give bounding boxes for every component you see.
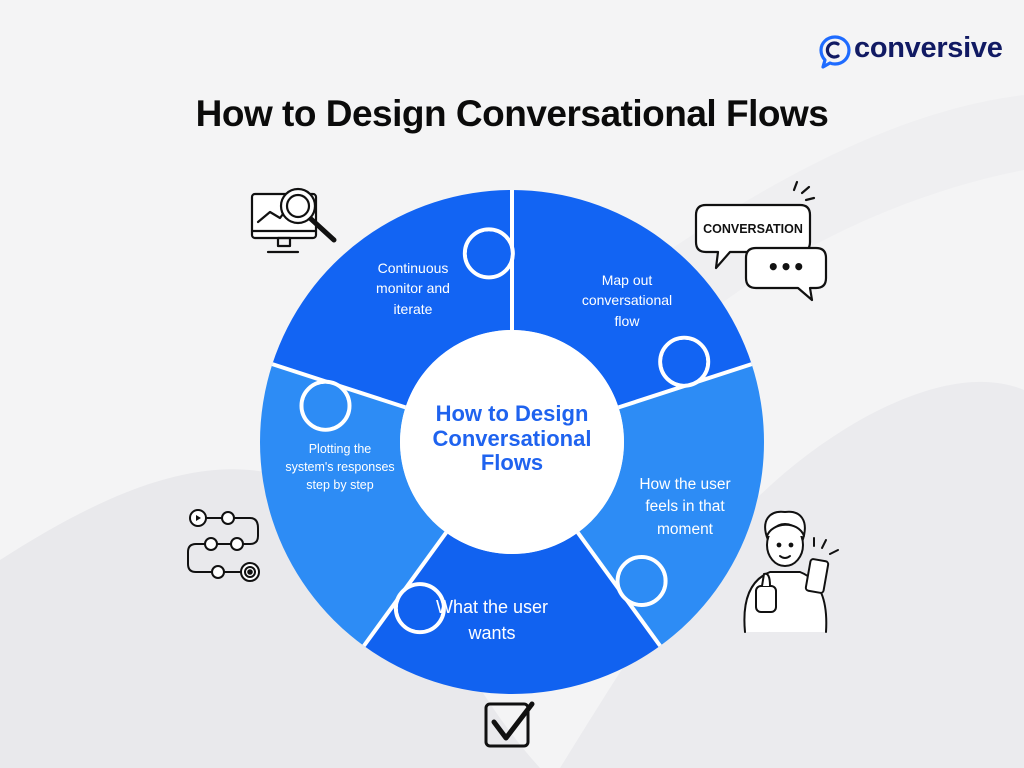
page-title: How to Design Conversational Flows xyxy=(195,93,829,134)
chat-bubble-logo-icon xyxy=(819,35,851,69)
puzzle-knob-fill xyxy=(466,231,511,276)
puzzle-knob-fill xyxy=(662,339,707,384)
puzzle-knob-fill xyxy=(303,383,348,428)
checkbox-checked-icon xyxy=(484,701,535,748)
brand-logo: conversive xyxy=(818,30,1008,74)
segment-label-plotting: Plotting the system's responses step by … xyxy=(285,442,395,493)
brand-name: conversive xyxy=(854,32,1003,64)
segment-divider xyxy=(271,362,407,410)
segment-divider xyxy=(617,362,753,410)
segment-divider xyxy=(362,531,448,648)
typing-dots-icon: ••• xyxy=(767,255,805,279)
segment-plotting xyxy=(260,364,447,646)
segment-label-monitor: Continuous monitor and iterate xyxy=(376,260,450,317)
segment-label-user-wants: What the user wants xyxy=(435,597,549,644)
person-thumbs-up-phone-icon xyxy=(743,510,839,633)
conversation-bubbles-icon xyxy=(694,180,828,302)
puzzle-knob-fill xyxy=(397,586,442,631)
monitor-magnifier-chart-icon xyxy=(250,187,337,254)
segment-label-user-feels: How the user feels in that moment xyxy=(639,476,731,538)
center-label: How to Design Conversational Flows xyxy=(432,401,592,476)
segment-label-map-flow: Map out conversational flow xyxy=(581,272,673,329)
flow-path-target-icon xyxy=(187,509,260,582)
segment-divider xyxy=(576,531,662,648)
conversation-icon-text: CONVERSATION xyxy=(703,222,803,236)
segment-gaps xyxy=(271,190,753,648)
center-hub xyxy=(400,330,624,554)
puzzle-knob-fill xyxy=(619,558,664,603)
segment-user-wants xyxy=(363,532,661,694)
segment-monitor xyxy=(272,190,512,408)
